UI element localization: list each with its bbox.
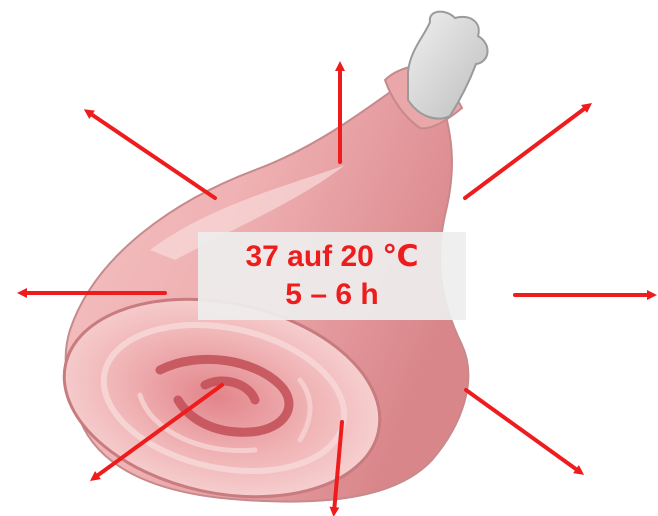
temperature-time-label: 37 auf 20 ℃ 5 – 6 h (198, 232, 466, 320)
arrow-icon (466, 390, 580, 472)
duration-text: 5 – 6 h (285, 276, 378, 314)
arrow-icon (465, 106, 588, 198)
bone-icon (408, 12, 488, 119)
temperature-range-text: 37 auf 20 ℃ (245, 238, 418, 276)
arrow-icon (88, 112, 215, 198)
